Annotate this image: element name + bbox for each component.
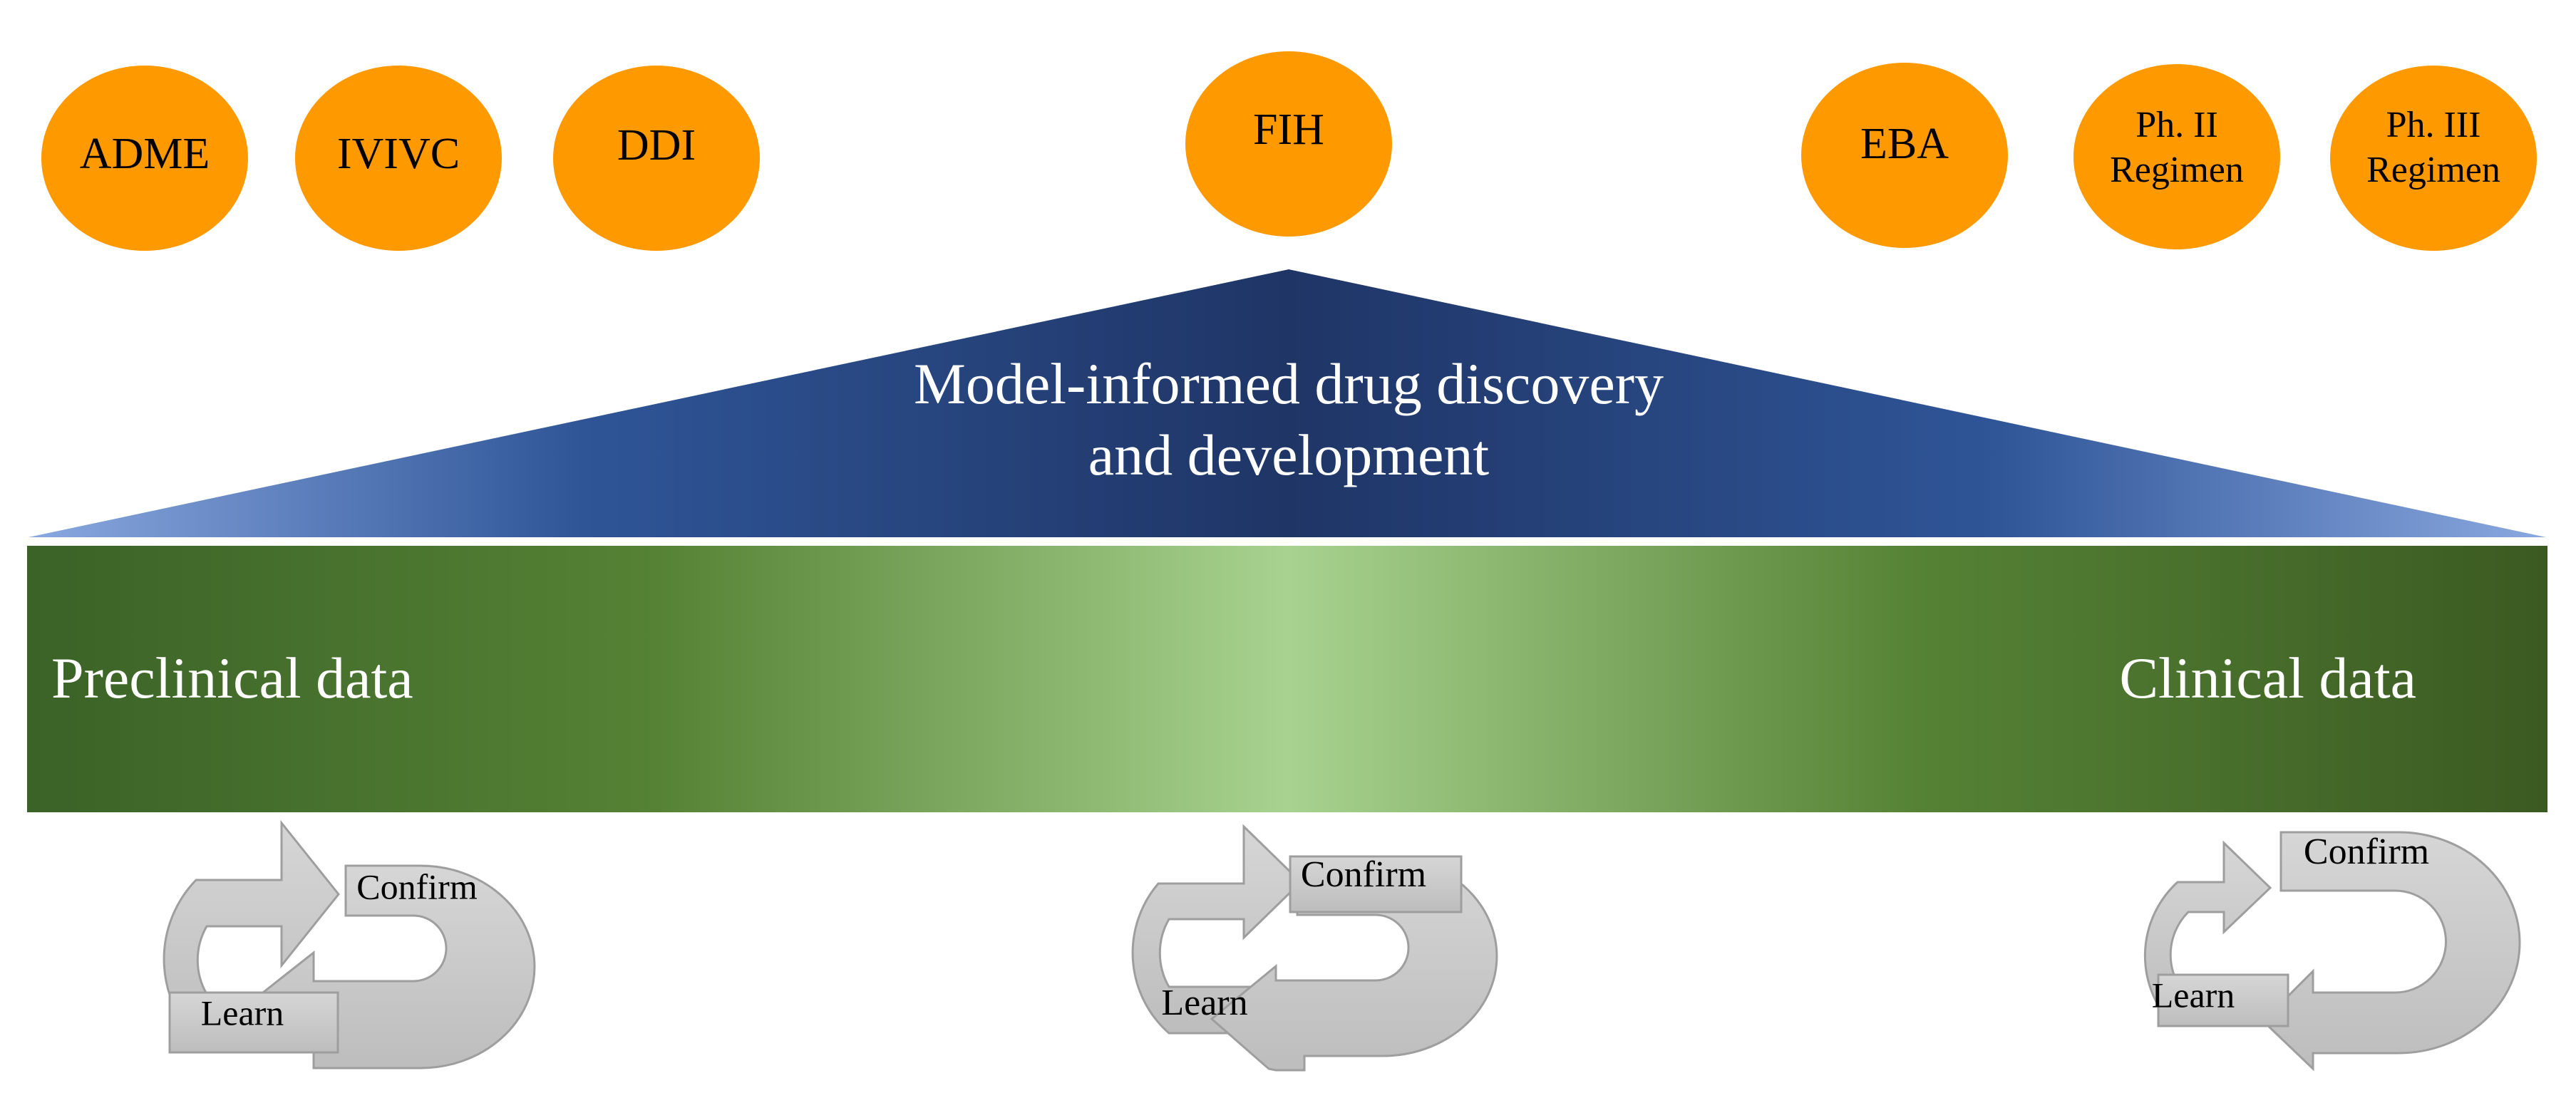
milestone-fih: FIH (1185, 51, 1392, 237)
cycle-left-learn-label: Learn (201, 993, 284, 1032)
milestone-eba: EBA (1801, 63, 2008, 248)
cycle-center-learn-label: Learn (1161, 983, 1247, 1023)
data-bar: Preclinical data Clinical data (27, 546, 2547, 812)
milestone-fih-label: FIH (1253, 105, 1324, 154)
data-bar-shape (27, 546, 2547, 812)
cycle-center-confirm-box (1289, 855, 1463, 913)
cycle-center-confirm-label: Confirm (1301, 854, 1426, 895)
cycle-center: Confirm Learn (1131, 824, 1498, 1072)
milestones: ADME IVIVC DDI FIH EBA Ph. II Regimen Ph… (41, 51, 2537, 251)
milestone-ivivc-label: IVIVC (337, 130, 460, 178)
cycle-right-return-arrow (2261, 831, 2521, 1072)
cycle-right-confirm-label: Confirm (2304, 832, 2429, 872)
triangle-shape (29, 269, 2546, 537)
cycle-center-top-arrow (1131, 824, 1303, 1035)
milestone-adme: ADME (41, 66, 248, 251)
cycle-right-learn-box (2157, 973, 2289, 1027)
milestone-adme-label: ADME (80, 130, 210, 178)
cycle-left: Confirm Learn (163, 819, 536, 1069)
midd-triangle: Model-informed drug discovery and develo… (29, 269, 2546, 537)
cycle-right-learn-label: Learn (2152, 975, 2235, 1015)
triangle-title-line2: and development (1088, 423, 1490, 487)
milestone-ph3-line2: Regimen (2366, 150, 2500, 190)
milestone-ph3-regimen: Ph. III Regimen (2330, 66, 2537, 251)
milestone-ph2-line2: Regimen (2110, 150, 2244, 190)
milestone-ph2-line1: Ph. II (2135, 105, 2218, 145)
preclinical-data-label: Preclinical data (51, 646, 413, 710)
milestone-ddi-label: DDI (617, 121, 696, 170)
milestone-ph2-regimen: Ph. II Regimen (2073, 64, 2280, 249)
milestone-ph3-line1: Ph. III (2386, 105, 2481, 145)
cycle-left-confirm-label: Confirm (356, 866, 478, 906)
clinical-data-label: Clinical data (2119, 646, 2416, 710)
milestone-ivivc: IVIVC (295, 66, 502, 251)
milestone-ddi: DDI (553, 66, 760, 251)
triangle-title-line1: Model-informed drug discovery (914, 351, 1664, 416)
cycle-right: Confirm Learn (2143, 831, 2521, 1072)
milestone-eba-label: EBA (1860, 120, 1949, 168)
cycle-left-learn-box (168, 991, 339, 1054)
